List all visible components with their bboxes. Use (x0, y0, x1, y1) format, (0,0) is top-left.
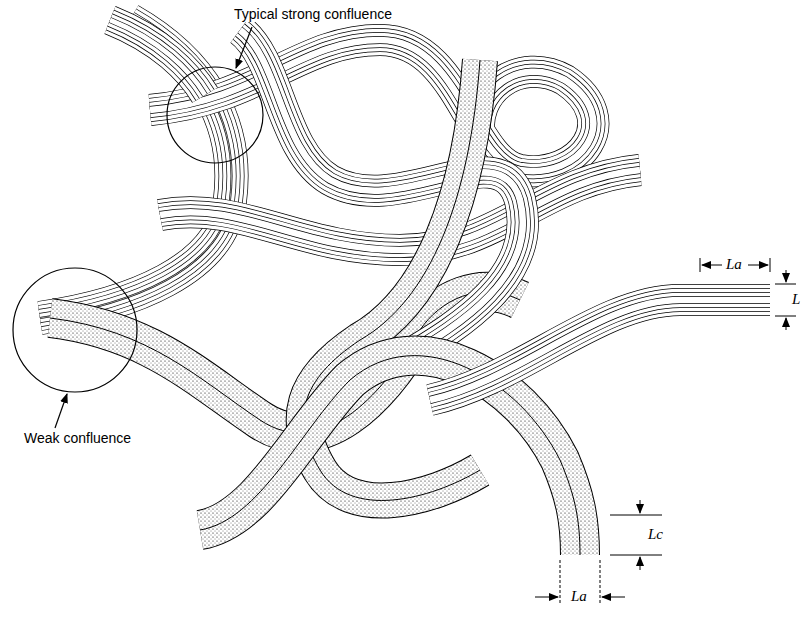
fibril-band (430, 300, 770, 400)
fibril-band (150, 40, 593, 171)
fibril-band (40, 20, 232, 318)
fibril-band (200, 356, 580, 555)
fibril-band (110, 20, 205, 95)
fibril-band (150, 40, 593, 171)
fibril-band (40, 20, 232, 318)
fibril-band (40, 20, 232, 318)
fibril-band (40, 20, 232, 318)
fibril-band (40, 20, 232, 318)
fibril-band (150, 40, 593, 171)
fibril-band (110, 20, 205, 95)
fibril-band (430, 300, 770, 400)
fibril-band (430, 300, 770, 400)
fibril-band (40, 20, 232, 318)
fibril-band (110, 20, 205, 95)
dimension-label: La (569, 588, 589, 605)
fibril-band (110, 20, 205, 95)
fibril-band (200, 356, 580, 555)
fibril-band (430, 300, 770, 400)
dimension-lines (535, 258, 796, 605)
fibril-band (150, 40, 593, 171)
callout-circle (167, 67, 263, 163)
fibril-band (200, 356, 580, 555)
fibril-band (430, 300, 770, 400)
dimension-label: La (724, 256, 744, 273)
fibril-band (430, 300, 770, 400)
fibril-band (40, 20, 232, 318)
fibril-band (110, 20, 205, 95)
fibril-band (150, 40, 593, 171)
leader-arrow (55, 394, 67, 428)
callout-label: Typical strong confluence (232, 6, 394, 22)
fibril-band (430, 300, 770, 400)
fibril-band (40, 20, 232, 318)
callout-circle (13, 268, 137, 392)
leader-arrow (236, 27, 252, 68)
fibril-band (40, 20, 232, 318)
fibril-band (150, 40, 593, 171)
dimension-label: L (790, 291, 802, 308)
callout-label: Weak confluence (22, 430, 133, 446)
fibril-band (430, 300, 770, 400)
fibril-band (150, 40, 593, 171)
fibril-band (150, 40, 593, 171)
fibril-band (110, 20, 205, 95)
fibril-band (40, 20, 232, 318)
fibril-band (110, 20, 205, 95)
fibril-band (110, 20, 205, 95)
dimension-label: Lc (646, 526, 665, 543)
